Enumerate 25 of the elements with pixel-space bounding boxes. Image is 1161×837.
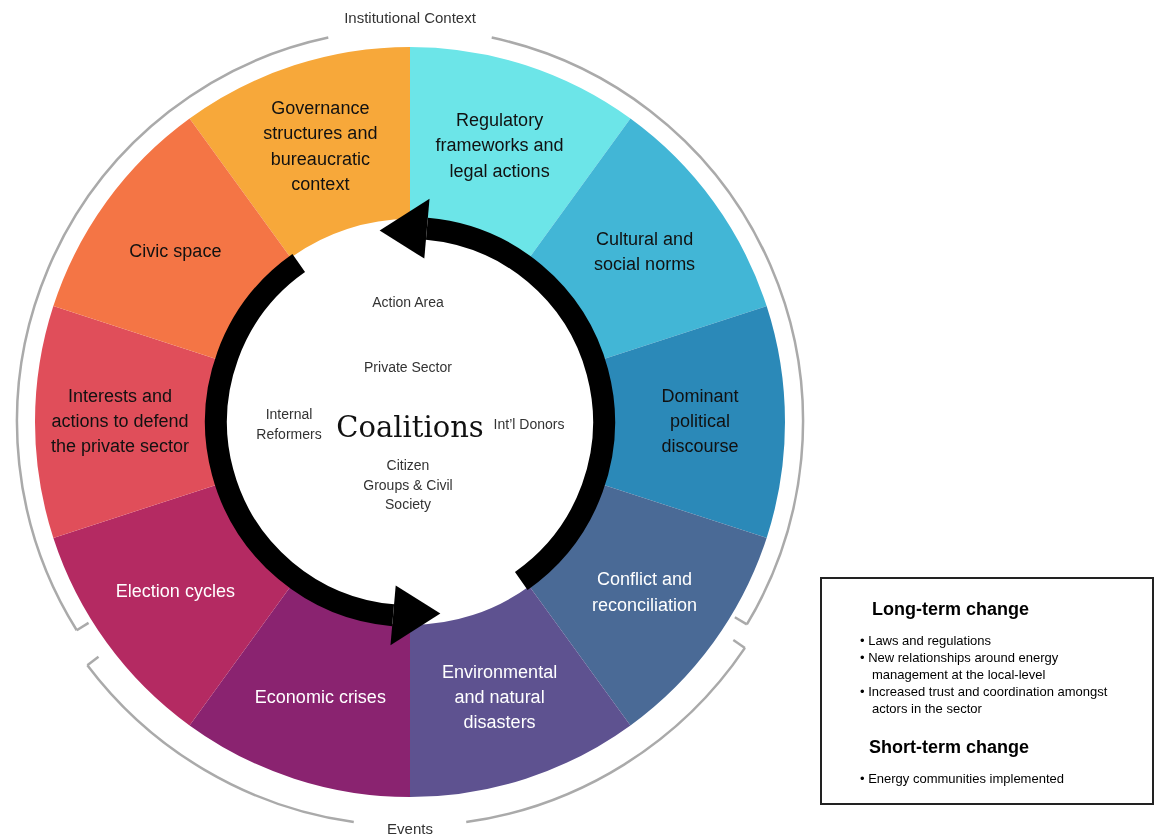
- action-area-label: Action Area: [371, 293, 445, 313]
- segment-label: Regulatory frameworks and legal actions: [434, 109, 565, 183]
- title: Coalitions: [336, 408, 484, 446]
- member-label: Citizen Groups & Civil Society: [363, 455, 453, 514]
- member-label: Private Sector: [363, 358, 453, 378]
- segment-label: Economic crises: [253, 686, 387, 710]
- segment-label: Dominant political discourse: [660, 385, 740, 459]
- bullet-item: • Increased trust and coordination amongst actors in the sector: [860, 683, 1109, 718]
- outcome-box: [820, 577, 1154, 805]
- bullet-item: • Energy communities implemented: [860, 771, 1065, 788]
- box-heading: Short-term change: [869, 737, 1030, 758]
- segment-label: Environmental and natural disasters: [441, 661, 559, 735]
- bullet-item: • New relationships around energy management at the local-level: [860, 649, 1060, 684]
- segment-label: Conflict and reconciliation: [591, 568, 699, 617]
- segment-label: Governance structures and bureaucratic context: [262, 96, 379, 196]
- member-label: Internal Reformers: [255, 405, 323, 444]
- segment-label: Cultural and social norms: [593, 227, 697, 276]
- member-label: Int’l Donors: [492, 415, 566, 435]
- segment-label: Civic space: [128, 239, 223, 263]
- segment-label: Interests and actions to defend the private sector: [50, 385, 190, 459]
- wheel-segment: [603, 306, 785, 538]
- bullet-item: • Laws and regulations: [860, 633, 993, 650]
- wheel-segment: [35, 306, 217, 538]
- segment-label: Election cycles: [114, 580, 236, 604]
- box-heading: Long-term change: [872, 599, 1029, 620]
